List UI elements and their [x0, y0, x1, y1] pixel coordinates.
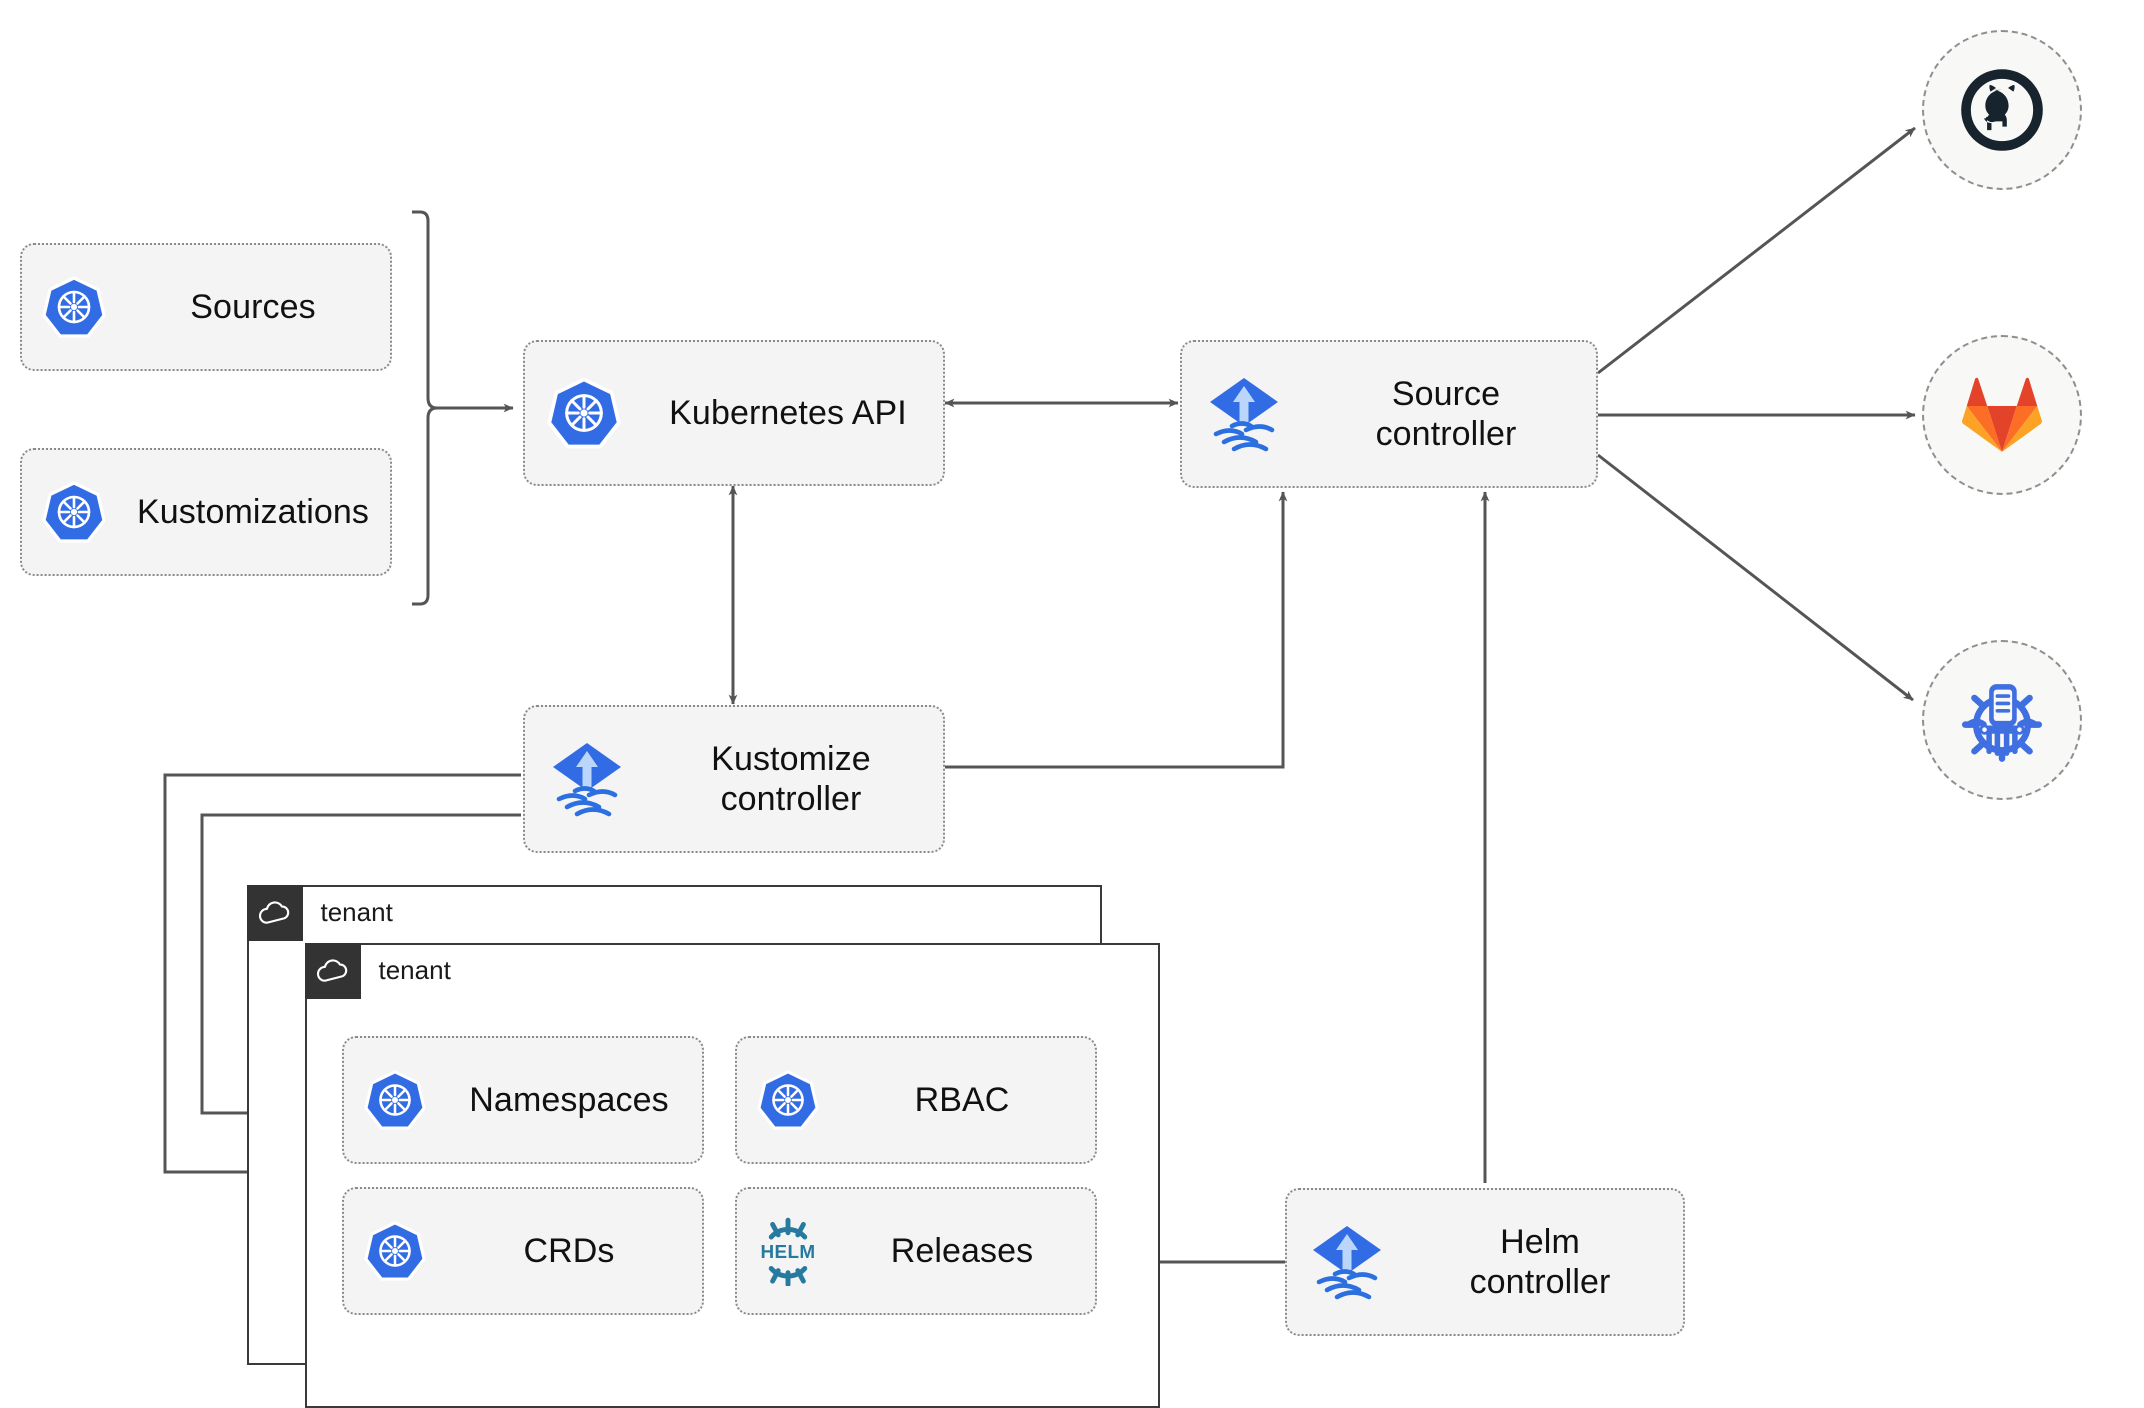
edge-kustomize-to-source — [945, 491, 1288, 769]
node-label: RBAC — [914, 1080, 1010, 1119]
flux-icon — [1287, 1220, 1407, 1304]
tenant-label: tenant — [378, 955, 451, 985]
node-label: Namespaces — [469, 1080, 669, 1119]
provider-github[interactable] — [1922, 30, 2082, 190]
cloud-icon — [246, 884, 303, 941]
kubernetes-icon — [344, 1069, 446, 1131]
tenant-label: tenant — [320, 897, 393, 927]
kubernetes-icon — [344, 1220, 446, 1282]
node-label: Kustomizations — [137, 492, 369, 531]
tenant-header: tenant — [246, 884, 393, 941]
edge-source-to-helmrepo — [1597, 453, 1914, 702]
node-releases[interactable]: HELM Releases — [735, 1187, 1097, 1315]
node-kustomizations[interactable]: Kustomizations — [20, 448, 392, 576]
node-rbac[interactable]: RBAC — [735, 1036, 1097, 1164]
tenant-header: tenant — [304, 942, 451, 999]
kubernetes-icon — [22, 480, 126, 544]
kubernetes-icon — [737, 1069, 839, 1131]
provider-helm-repository[interactable] — [1922, 640, 2082, 800]
node-label: Releases — [890, 1231, 1034, 1270]
svg-text:HELM: HELM — [761, 1242, 816, 1263]
flux-icon — [1182, 372, 1306, 456]
github-icon — [1961, 69, 2043, 151]
node-crds[interactable]: CRDs — [342, 1187, 704, 1315]
node-label: CRDs — [523, 1231, 615, 1270]
provider-gitlab[interactable] — [1922, 335, 2082, 495]
kubernetes-icon — [22, 275, 126, 339]
cloud-icon — [304, 942, 361, 999]
helm-icon: HELM — [737, 1216, 839, 1286]
edge-inputs-brace — [412, 210, 438, 606]
tenant-inner[interactable]: tenant — [304, 942, 1160, 1408]
node-namespaces[interactable]: Namespaces — [342, 1036, 704, 1164]
kubernetes-icon — [525, 376, 643, 450]
flux-icon — [525, 737, 649, 821]
node-kubernetes-api[interactable]: Kubernetes API — [523, 340, 945, 486]
node-label: Sources — [190, 287, 316, 326]
node-label: Kubernetes API — [669, 393, 907, 432]
helm-repository-icon — [1961, 684, 2043, 762]
node-sources[interactable]: Sources — [20, 243, 392, 371]
gitlab-icon — [1962, 377, 2042, 452]
edge-source-to-github — [1597, 126, 1916, 375]
